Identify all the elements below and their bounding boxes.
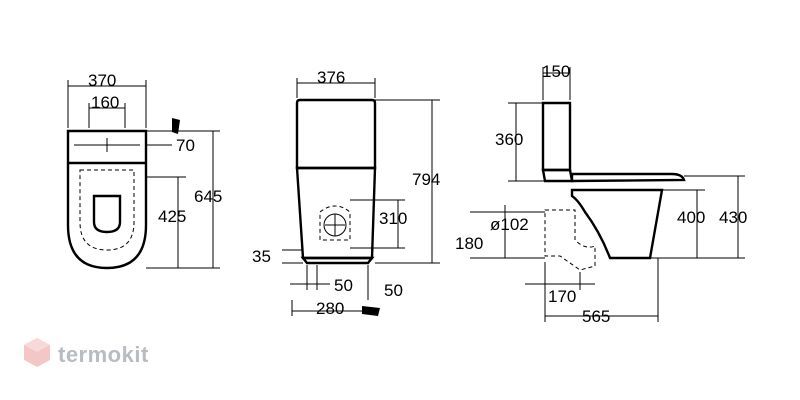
front-view: 376 794 310 35 50 50 280 [252, 68, 440, 318]
top-view-width-label: 370 [88, 71, 116, 90]
side-view-outlet-height-label: 180 [455, 234, 483, 253]
front-view-tank [295, 98, 377, 170]
brand-logo: termokit [24, 338, 149, 367]
front-view-width-label: 376 [317, 68, 345, 87]
side-view-tank-base [541, 168, 574, 183]
front-view-foot-offset-label: 35 [252, 247, 271, 266]
side-view-pipe-diameter-label: ø102 [490, 215, 529, 234]
side-view-trap [544, 209, 596, 271]
front-view-outlet-offset-label: 50 [334, 276, 353, 295]
top-view-hole-offset-label: 70 [176, 136, 195, 155]
brand-name: termokit [58, 342, 149, 367]
front-view-bottom-right-label: 50 [384, 281, 403, 300]
side-view-tank-height-label: 360 [495, 130, 523, 149]
front-view-base [300, 256, 375, 265]
top-view-tap-icon [172, 118, 180, 134]
top-view-length-label: 645 [194, 187, 222, 206]
top-view-hole-spacing-label: 160 [91, 93, 119, 112]
side-view-rim-height-label: 430 [719, 208, 747, 227]
side-view: 150 360 ø102 180 400 430 170 565 [455, 62, 747, 326]
top-view-seat-hole [92, 194, 122, 234]
side-view-seat [570, 172, 686, 183]
side-view-tank [541, 101, 572, 172]
front-view-bowl [295, 166, 377, 260]
top-view-bowl-outline [66, 129, 148, 270]
front-view-height-label: 794 [412, 170, 440, 189]
front-view-outlet-height-label: 310 [379, 209, 407, 228]
top-view-seat [79, 169, 135, 251]
top-view: 370 160 70 645 425 [66, 71, 222, 270]
front-view-outlet [319, 205, 351, 241]
side-view-outlet-distance-label: 170 [548, 287, 576, 306]
side-view-bowl [570, 188, 664, 260]
front-view-base-depth-label: 280 [316, 299, 344, 318]
side-view-total-depth-label: 565 [582, 307, 610, 326]
top-view-bowl-length-label: 425 [158, 207, 186, 226]
side-view-tank-depth-label: 150 [542, 62, 570, 81]
side-view-seat-height-label: 400 [677, 208, 705, 227]
front-view-flag-icon [362, 306, 380, 316]
